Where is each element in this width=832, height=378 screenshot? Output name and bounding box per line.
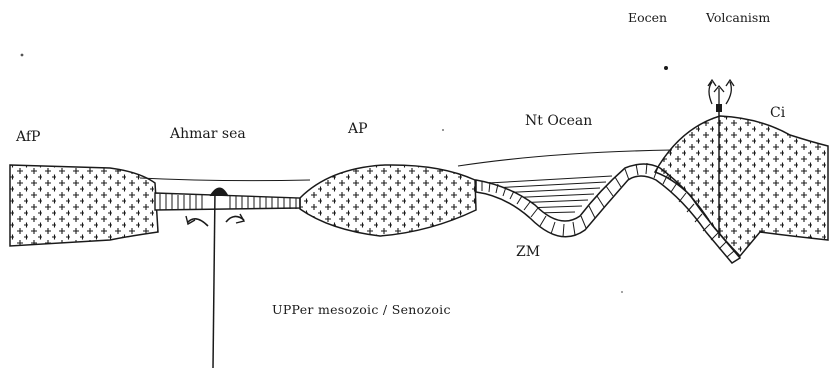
volcanic-vent bbox=[716, 104, 722, 112]
label-afp: AfP bbox=[16, 129, 40, 145]
label-zm: ZM bbox=[516, 244, 540, 260]
rift-ridge bbox=[210, 188, 228, 196]
eruption-arrows bbox=[708, 80, 734, 104]
label-ap: AP bbox=[348, 121, 368, 137]
label-nt-ocean: Nt Ocean bbox=[525, 113, 592, 129]
label-volcanism: Volcanism bbox=[706, 10, 770, 25]
main-caption: UPPer mesozoic / Senozoic bbox=[272, 302, 451, 317]
ahmar-sea-water bbox=[140, 178, 310, 181]
rift-axis bbox=[213, 190, 215, 368]
ap-block bbox=[300, 165, 476, 236]
afp-block bbox=[10, 165, 158, 246]
label-ci: Ci bbox=[770, 105, 785, 121]
ci-block bbox=[655, 116, 828, 256]
label-eocen: Eocen bbox=[628, 10, 667, 25]
label-ahmar-sea: Ahmar sea bbox=[170, 126, 246, 142]
